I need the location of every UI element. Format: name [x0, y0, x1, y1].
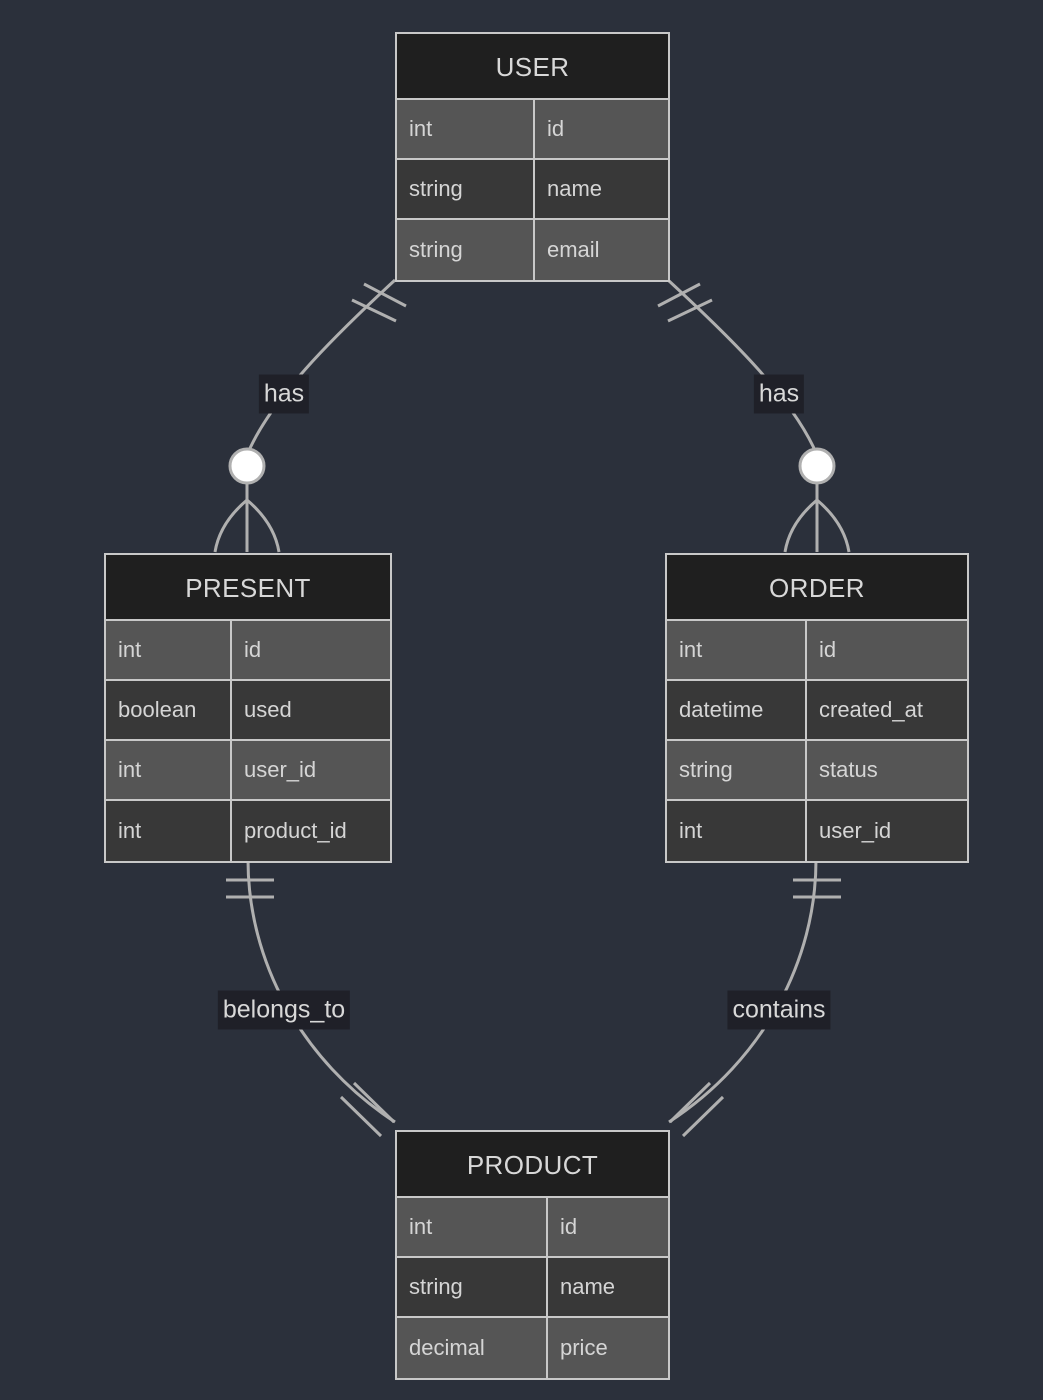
- attribute-type: decimal: [397, 1318, 548, 1378]
- attribute-name: user_id: [244, 757, 317, 782]
- attribute-name: email: [547, 237, 600, 262]
- attribute-name: status: [819, 757, 878, 782]
- cardinality-exactly-one-order: [793, 878, 841, 899]
- cardinality-zero-or-many-user-order: [783, 447, 851, 553]
- attribute-name: product_id: [244, 818, 347, 843]
- relationship-line-user-present: [245, 278, 397, 456]
- attribute-row[interactable]: int product_id: [106, 801, 390, 861]
- attribute-row[interactable]: string name: [397, 160, 668, 220]
- cardinality-zero-or-many-user-present: [213, 447, 281, 553]
- relationship-line-user-order: [666, 278, 819, 456]
- relationship-label-user-present: has: [258, 374, 310, 414]
- attribute-name: id: [819, 637, 837, 662]
- attribute-type: datetime: [667, 681, 807, 739]
- attribute-name: id: [244, 637, 262, 662]
- relationship-user-present: [213, 278, 407, 553]
- cardinality-exactly-one-present: [226, 878, 274, 899]
- attribute-type: string: [667, 741, 807, 799]
- zero-circle-icon: [798, 447, 836, 485]
- zero-circle-icon: [228, 447, 266, 485]
- relationship-label-user-order: has: [753, 374, 805, 414]
- relationship-user-order: [657, 278, 851, 553]
- entity-title-user: USER: [397, 34, 668, 100]
- attribute-type: boolean: [106, 681, 232, 739]
- attribute-row[interactable]: int user_id: [106, 741, 390, 801]
- cardinality-exactly-one-product-left: [339, 1081, 396, 1138]
- entity-title-product: PRODUCT: [397, 1132, 668, 1198]
- attribute-row[interactable]: int user_id: [667, 801, 967, 861]
- cardinality-exactly-one-product-right: [668, 1081, 725, 1138]
- attribute-type: int: [667, 801, 807, 861]
- attribute-row[interactable]: boolean used: [106, 681, 390, 741]
- attribute-row[interactable]: decimal price: [397, 1318, 668, 1378]
- attribute-name: user_id: [819, 818, 892, 843]
- attribute-row[interactable]: string status: [667, 741, 967, 801]
- attribute-type: int: [397, 100, 535, 158]
- attribute-type: int: [667, 621, 807, 679]
- attribute-type: string: [397, 1258, 548, 1316]
- attribute-name: name: [547, 176, 603, 201]
- attribute-type: int: [106, 741, 232, 799]
- attribute-name: used: [244, 697, 292, 722]
- attribute-name: id: [547, 116, 565, 141]
- attribute-type: int: [397, 1198, 548, 1256]
- attribute-row[interactable]: string name: [397, 1258, 668, 1318]
- attribute-name: created_at: [819, 697, 923, 722]
- entity-title-order: ORDER: [667, 555, 967, 621]
- attribute-row[interactable]: string email: [397, 220, 668, 280]
- relationship-label-present-product: belongs_to: [217, 990, 351, 1030]
- attribute-name: price: [560, 1335, 608, 1360]
- attribute-row[interactable]: datetime created_at: [667, 681, 967, 741]
- attribute-type: int: [106, 621, 232, 679]
- cardinality-exactly-one-user-order: [657, 282, 713, 323]
- crow-foot-icon: [783, 484, 851, 553]
- crow-foot-icon: [213, 484, 281, 553]
- cardinality-exactly-one-user-present: [351, 282, 407, 323]
- attribute-name: id: [560, 1214, 578, 1239]
- entity-title-present: PRESENT: [106, 555, 390, 621]
- attribute-type: int: [106, 801, 232, 861]
- attribute-name: name: [560, 1274, 616, 1299]
- attribute-type: string: [397, 160, 535, 218]
- attribute-type: string: [397, 220, 535, 280]
- relationship-label-order-product: contains: [727, 990, 831, 1030]
